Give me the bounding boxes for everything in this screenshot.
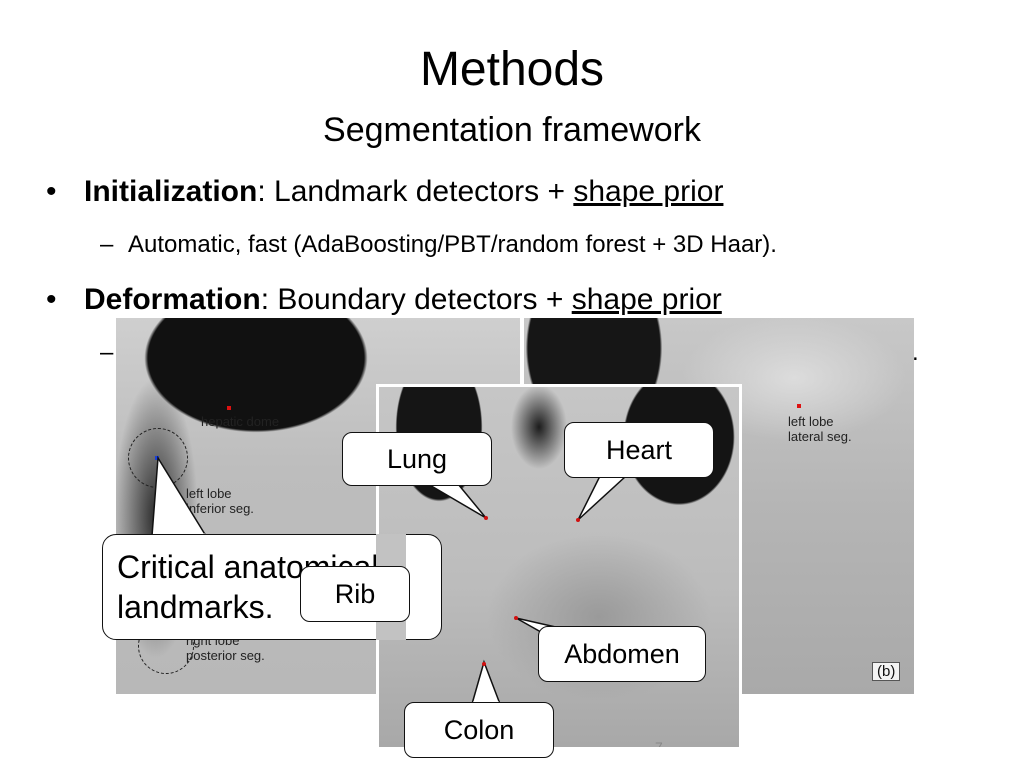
slide-title: Methods <box>419 43 605 96</box>
bullet-bold-term: Initialization <box>84 175 258 208</box>
callout-colon: Colon <box>404 702 554 758</box>
callout-abdomen: Abdomen <box>538 626 706 682</box>
callout-pointer <box>425 483 487 519</box>
bullet-dot-icon: • <box>46 175 57 208</box>
label-left-lobe-lateral: left lobe lateral seg. <box>788 414 852 444</box>
landmark-marker <box>797 404 801 408</box>
callout-lung: Lung <box>342 432 492 486</box>
slide-number: 7 <box>655 739 663 750</box>
dash-icon: – <box>100 339 114 366</box>
bullet-deformation: • Deformation: Boundary detectors + shape… <box>46 280 722 320</box>
bullet-bold-term: Deformation <box>84 283 261 316</box>
callout-pointer <box>151 455 208 537</box>
dash-icon: – <box>100 231 114 258</box>
panel-tag: (b) <box>872 662 901 681</box>
bullet-text: : Landmark detectors + <box>257 175 574 208</box>
landmark-marker <box>482 662 486 666</box>
bullet-underlined-term: shape prior <box>571 283 722 316</box>
bullet-initialization: • Initialization: Landmark detectors + sh… <box>46 172 723 212</box>
sub-bullet-deformation: – <box>100 337 128 369</box>
callout-heart: Heart <box>564 422 714 478</box>
bullet-dot-icon: • <box>46 283 57 316</box>
callout-pointer <box>577 475 628 521</box>
label-left-lobe-inferior: left lobe inferior seg. <box>186 486 254 516</box>
landmark-marker <box>576 518 580 522</box>
callout-rib: Rib <box>300 566 410 622</box>
callout-pointer <box>471 659 502 705</box>
bullet-underlined-term: shape prior <box>573 175 724 208</box>
landmark-marker <box>484 516 488 520</box>
label-hepatic-dome: hepatic dome <box>201 414 280 429</box>
landmark-marker <box>155 456 159 460</box>
slide-subtitle: Segmentation framework <box>323 111 701 149</box>
sub-bullet-text: Automatic, fast (AdaBoosting/PBT/random … <box>128 231 777 258</box>
bullet-text: : Boundary detectors + <box>260 283 572 316</box>
landmark-marker <box>227 406 231 410</box>
landmark-marker <box>514 616 518 620</box>
sub-bullet-initialization: –Automatic, fast (AdaBoosting/PBT/random… <box>100 229 777 261</box>
